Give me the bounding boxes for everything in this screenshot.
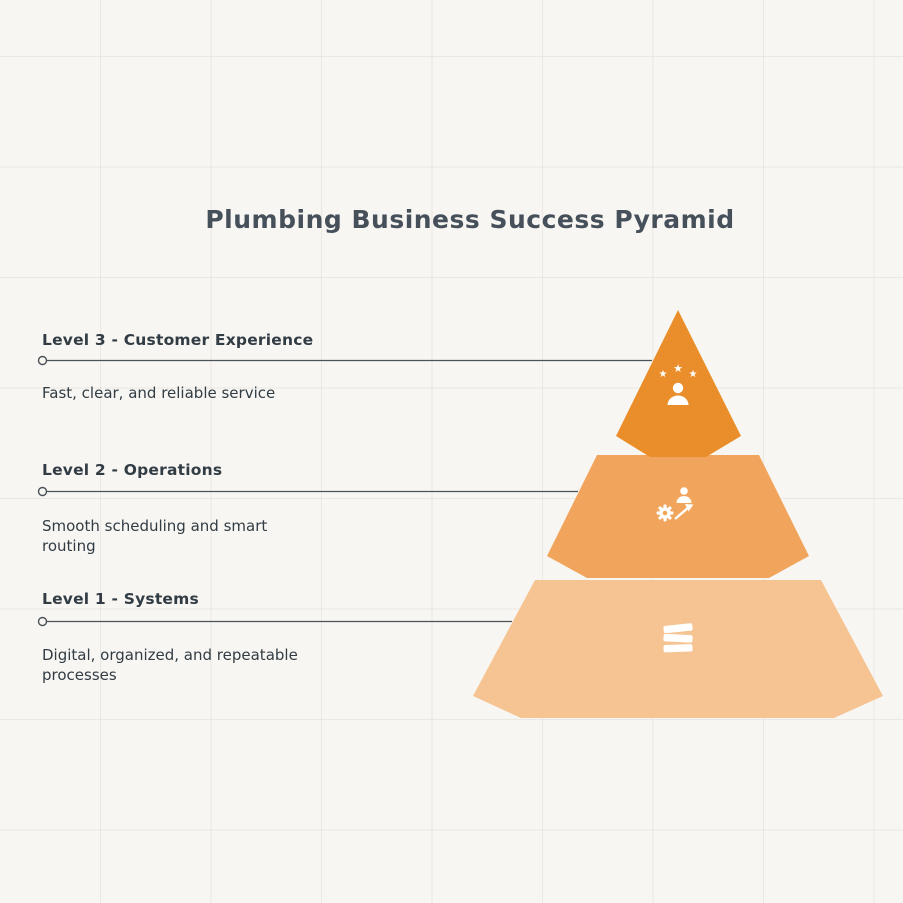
- level-3-label: Level 3 - Customer Experience: [42, 331, 314, 349]
- operations-icon: [656, 487, 694, 522]
- level-1-connector-dot: [37, 616, 48, 627]
- level-1-label: Level 1 - Systems: [42, 590, 199, 608]
- growth-arrow-head-icon: [685, 504, 694, 512]
- systems-icon: [662, 622, 694, 654]
- star-icon: ★: [673, 362, 683, 375]
- page-title: Plumbing Business Success Pyramid: [205, 205, 735, 234]
- level-2-connector-dot: [37, 486, 48, 497]
- level-2-description: Smooth scheduling and smart routing: [42, 517, 268, 555]
- person-body-icon: [667, 395, 689, 405]
- star-icon: ★: [659, 369, 668, 380]
- level-1-description: Digital, organized, and repeatable proce…: [42, 646, 298, 684]
- star-icon: ★: [689, 369, 698, 380]
- person-head-icon: [672, 382, 684, 394]
- person-body-icon: [676, 496, 692, 503]
- customer-experience-icon: ★ ★ ★: [659, 362, 698, 405]
- level-3-connector-dot: [37, 355, 48, 366]
- level-2-label: Level 2 - Operations: [42, 461, 223, 479]
- growth-arrow-icon: [674, 506, 690, 520]
- level-3-description: Fast, clear, and reliable service: [42, 384, 276, 402]
- gear-icon: [656, 504, 674, 522]
- person-head-icon: [680, 487, 688, 495]
